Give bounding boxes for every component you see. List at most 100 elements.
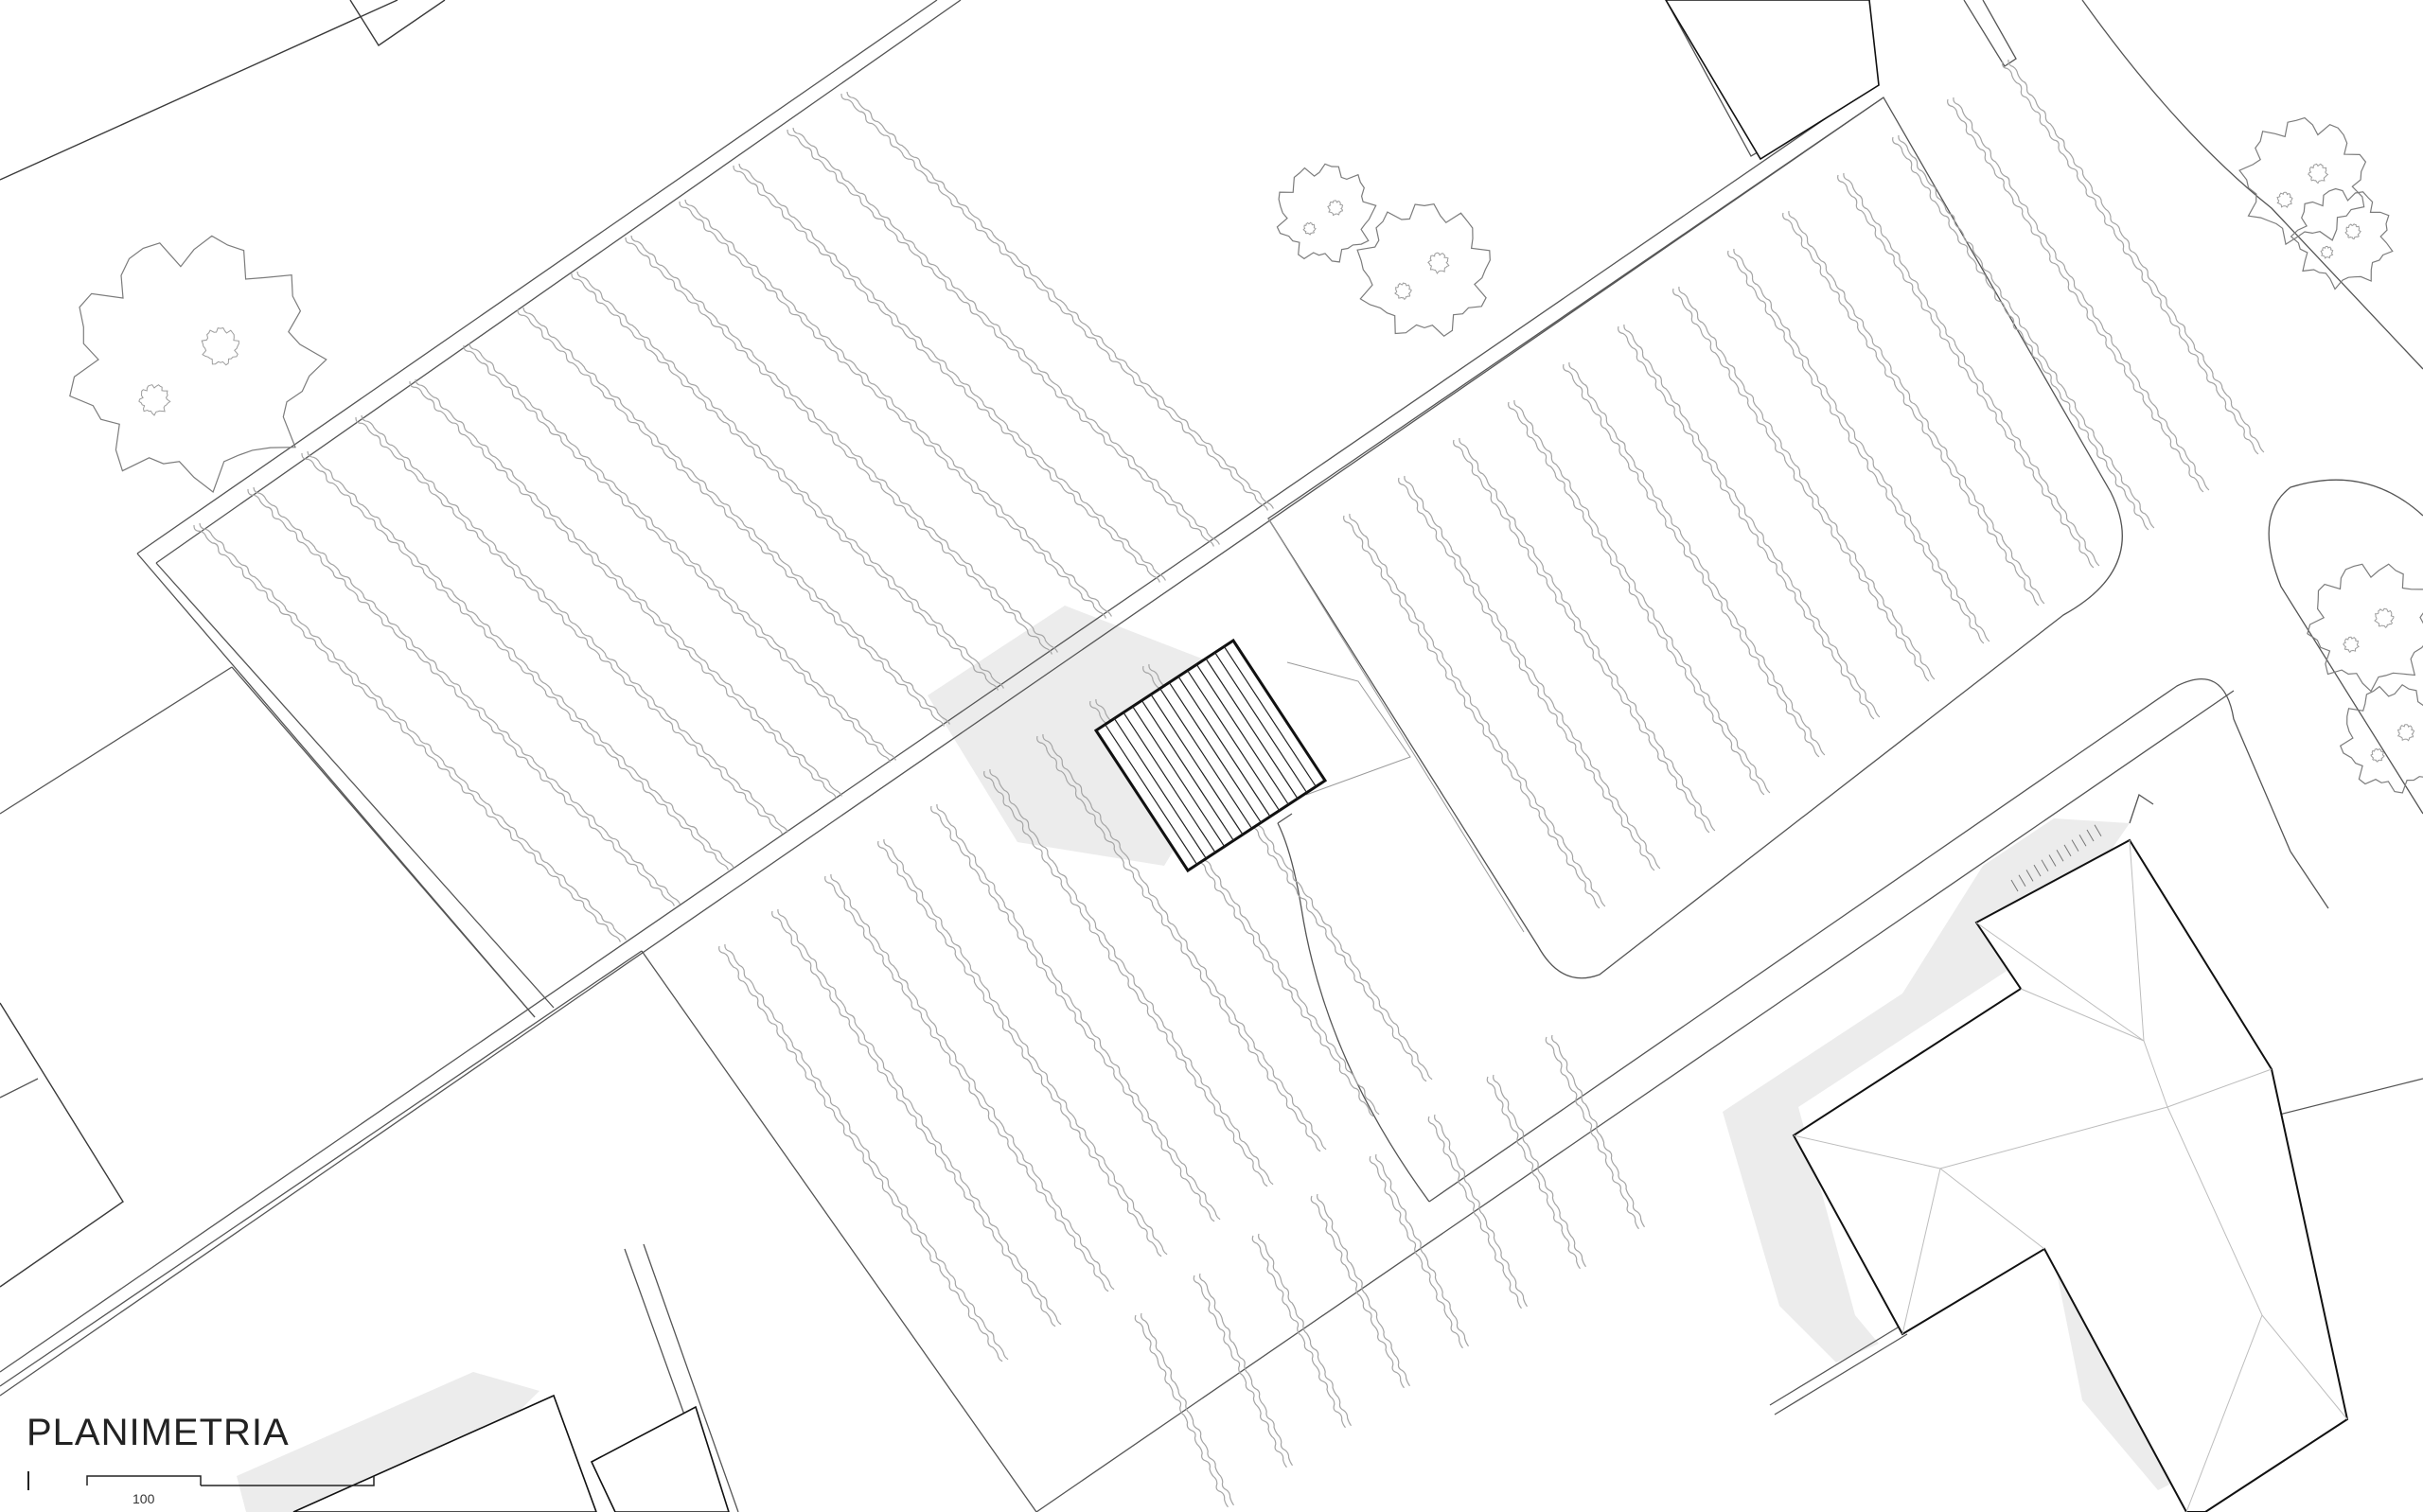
vine-row — [1618, 325, 1875, 720]
vine-row — [840, 93, 1268, 511]
pavilion-slat — [1141, 700, 1234, 841]
vine-row — [199, 522, 627, 941]
vine-row — [517, 308, 945, 727]
vine-row — [469, 343, 896, 761]
pavilion-slat — [1195, 664, 1289, 805]
tree-canopy — [2238, 116, 2367, 246]
vine-row — [1486, 1076, 1581, 1270]
vine-row — [301, 452, 729, 870]
vineyard-rows-southeast — [1134, 1034, 1645, 1508]
tree-canopy — [2307, 563, 2423, 693]
central-road-edge-b — [0, 97, 1884, 1397]
building-west — [0, 1002, 124, 1288]
vine-row — [1953, 97, 2210, 491]
vine-row — [1369, 1155, 1463, 1349]
vine-row — [409, 380, 837, 799]
vine-row — [983, 770, 1268, 1187]
vine-row — [630, 235, 1058, 653]
vine-row — [1042, 733, 1327, 1151]
vine-row — [1898, 134, 2155, 529]
vine-row — [1459, 437, 1716, 832]
vine-row — [936, 803, 1221, 1221]
vine-row — [253, 486, 681, 905]
drawing-title: PLANIMETRIA — [27, 1412, 290, 1453]
road-corner-bottom-right — [1769, 1324, 1908, 1415]
stair-step — [2078, 835, 2087, 847]
parcel-west-line — [0, 666, 536, 1018]
pavilion-slat — [1150, 694, 1244, 835]
tree-detail — [1427, 252, 1450, 274]
pavilion-roof-slats — [1105, 646, 1317, 865]
north-east-building — [1665, 0, 1880, 161]
vine-row — [1343, 515, 1601, 909]
vine-row — [2002, 61, 2259, 455]
vine-row — [733, 165, 1160, 583]
stair-step — [2025, 870, 2034, 882]
vine-row — [1672, 288, 1930, 682]
vine-row — [1623, 324, 1881, 718]
vine-row — [1141, 1312, 1234, 1506]
vineyard-rows-north — [193, 91, 1274, 942]
vine-row — [247, 488, 675, 906]
tree-detail — [1327, 200, 1344, 217]
south-building-shadow — [237, 1372, 539, 1512]
vine-row — [1947, 98, 2204, 493]
access-path — [1277, 822, 1430, 1203]
vine-row — [1375, 1153, 1469, 1347]
tree-detail — [2370, 747, 2385, 763]
road-east-short — [2290, 851, 2329, 909]
scale-bar-line — [86, 1475, 375, 1486]
vine-row — [1193, 1275, 1287, 1468]
tree-detail — [1394, 282, 1412, 300]
central-road-edge-a — [0, 84, 1875, 1373]
tree-canopy — [1276, 163, 1377, 263]
parcel-south-outline — [0, 690, 2235, 1512]
stair-step — [2041, 859, 2049, 872]
vine-row — [1545, 1036, 1639, 1230]
tree-detail — [2344, 223, 2361, 240]
vine-row — [830, 873, 1115, 1291]
vine-row — [1892, 136, 2149, 531]
vine-row — [1727, 250, 1985, 644]
pavilion-slat — [1177, 676, 1271, 818]
main-building-stairs — [2010, 824, 2102, 892]
vine-row — [1199, 1273, 1293, 1467]
pavilion-slat — [1123, 712, 1216, 853]
stair-step — [2063, 844, 2072, 857]
tree-canopy — [2339, 684, 2423, 794]
pavilion-slat — [1214, 652, 1308, 793]
pavilion-slat — [1205, 658, 1299, 800]
vine-row — [1837, 174, 2095, 569]
tree-detail — [201, 327, 239, 366]
pavilion-slat — [1105, 724, 1198, 865]
main-building-roof — [1792, 838, 2349, 1512]
vine-row — [738, 163, 1166, 581]
vine-row — [522, 307, 950, 725]
vine-row — [718, 945, 1003, 1363]
vine-row — [415, 378, 842, 797]
pavilion — [1093, 638, 1328, 873]
vine-row — [877, 840, 1162, 1257]
stair-step — [2048, 854, 2057, 867]
vine-row — [930, 805, 1215, 1222]
road-edge-nw — [0, 0, 398, 181]
vine-row — [724, 943, 1009, 1361]
vine-row — [1782, 212, 2040, 607]
vine-row — [679, 201, 1106, 619]
south-buildings — [292, 0, 1880, 1512]
trees — [69, 116, 2423, 794]
stair-step — [2018, 874, 2026, 887]
vine-row — [824, 875, 1109, 1292]
vine-row — [684, 199, 1112, 617]
vine-row — [571, 273, 999, 691]
building-nw-corner — [349, 0, 446, 46]
vine-row — [1678, 286, 1936, 680]
stair-step — [2094, 824, 2102, 836]
vine-row — [1453, 439, 1710, 834]
vine-row — [1843, 172, 2100, 567]
vineyard-rows-east — [1343, 59, 2265, 909]
vine-row — [1404, 475, 1661, 870]
vine-row — [1036, 735, 1321, 1152]
parcel-west-line-2 — [0, 1078, 39, 1099]
